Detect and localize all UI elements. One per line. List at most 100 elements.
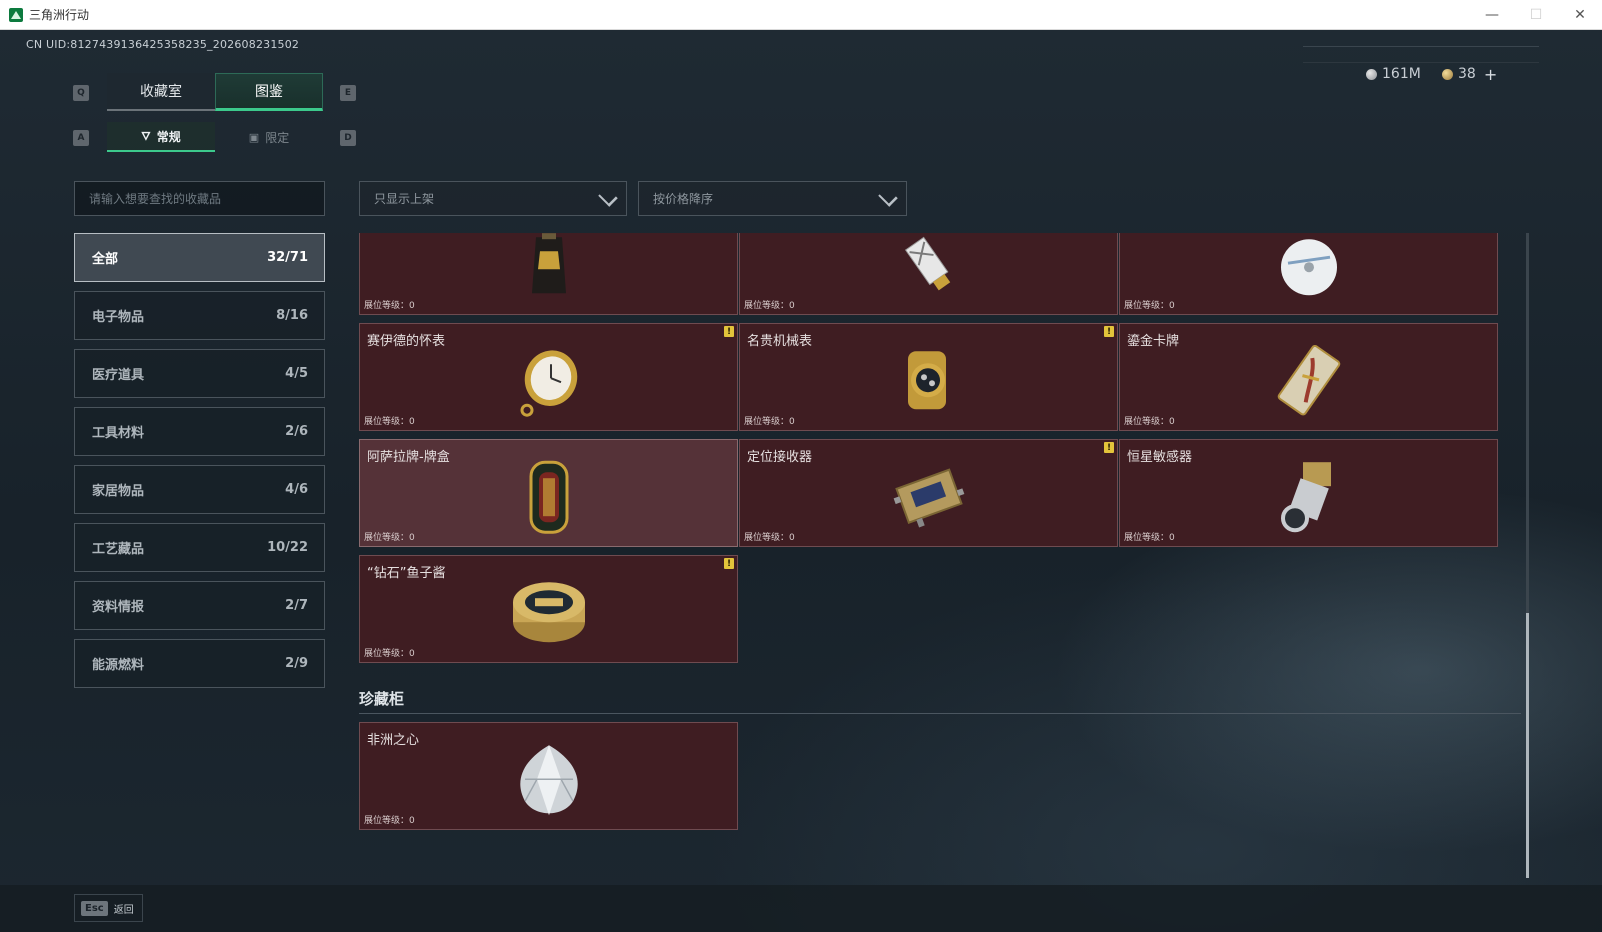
category-count: 2/9: [285, 656, 308, 671]
bottle-icon: 🜄: [141, 130, 151, 143]
frame-icon: ▣: [248, 130, 260, 144]
cabinet-item-card[interactable]: 非洲之心 展位等级：0: [359, 722, 738, 830]
game-area: CN UID:8127439136425358235_202608231502 …: [0, 30, 1602, 932]
receiver-icon: [889, 456, 969, 536]
category-count: 2/6: [285, 424, 308, 439]
section-divider: [359, 713, 1521, 714]
booth-level: 展位等级：0: [744, 417, 795, 427]
item-name: 名贵机械表: [747, 334, 813, 349]
sub-tabs: 🜄 常规 ▣ 限定: [107, 122, 323, 152]
category-crafts[interactable]: 工艺藏品 10/22: [74, 523, 325, 572]
booth-level: 展位等级：0: [364, 816, 415, 826]
subtab-limited[interactable]: ▣ 限定: [215, 122, 323, 152]
currency-silver: 161M: [1366, 64, 1421, 84]
item-card[interactable]: 定位接收器 ! 展位等级：0: [739, 439, 1118, 547]
item-card[interactable]: 展位等级：0: [359, 233, 738, 315]
window-title: 三角洲行动: [29, 8, 90, 22]
disc-icon: [1269, 233, 1349, 304]
subtab-regular[interactable]: 🜄 常规: [107, 122, 215, 152]
category-label: 工具材料: [92, 426, 145, 441]
category-household[interactable]: 家居物品 4/6: [74, 465, 325, 514]
category-intel[interactable]: 资料情报 2/7: [74, 581, 325, 630]
category-label: 电子物品: [92, 310, 145, 325]
silver-amount: 161M: [1382, 66, 1421, 82]
back-label: 返回: [113, 904, 134, 916]
category-list: 全部 32/71 电子物品 8/16 医疗道具 4/5 工具材料 2/6 家居物…: [74, 233, 325, 697]
category-label: 医疗道具: [92, 368, 145, 383]
shelf-filter-value: 只显示上架: [374, 192, 435, 206]
add-currency-button[interactable]: +: [1483, 64, 1498, 84]
window-controls: — ☐ ✕: [1470, 0, 1602, 30]
category-count: 4/6: [285, 482, 308, 497]
cabinet-section-title: 珍藏柜: [359, 690, 405, 708]
player-uid: CN UID:8127439136425358235_202608231502: [26, 38, 300, 51]
back-button[interactable]: Esc 返回: [74, 894, 143, 922]
tab-catalog[interactable]: 图鉴: [215, 73, 323, 111]
alert-badge-icon: !: [1104, 326, 1114, 337]
category-tools[interactable]: 工具材料 2/6: [74, 407, 325, 456]
booth-level: 展位等级：0: [744, 533, 795, 543]
key-hint-e: E: [340, 85, 356, 101]
search-input[interactable]: [74, 181, 325, 216]
booth-level: 展位等级：0: [364, 649, 415, 659]
star-sensor-icon: [1269, 456, 1349, 536]
item-card[interactable]: 名贵机械表 ! 展位等级：0: [739, 323, 1118, 431]
booth-level: 展位等级：0: [364, 533, 415, 543]
sort-value: 按价格降序: [653, 192, 714, 206]
category-electronics[interactable]: 电子物品 8/16: [74, 291, 325, 340]
item-card[interactable]: 阿萨拉牌-牌盒 展位等级：0: [359, 439, 738, 547]
main-tabs: 收藏室 图鉴: [107, 73, 323, 111]
item-grid: 展位等级：0 展位等级：0 展位等级：0 赛伊德的怀表 ! 展位等级：0 名贵机…: [359, 233, 1519, 873]
category-label: 全部: [92, 252, 119, 267]
close-button[interactable]: ✕: [1574, 7, 1586, 23]
item-name: 赛伊德的怀表: [367, 334, 446, 349]
item-name: 定位接收器: [747, 450, 813, 465]
alert-badge-icon: !: [724, 326, 734, 337]
item-name: 恒星敏感器: [1127, 450, 1193, 465]
decor-line: [1303, 62, 1539, 63]
category-label: 资料情报: [92, 600, 145, 615]
category-label: 能源燃料: [92, 658, 145, 673]
subtab-regular-label: 常规: [156, 129, 181, 144]
subtab-limited-label: 限定: [265, 130, 290, 145]
category-medical[interactable]: 医疗道具 4/5: [74, 349, 325, 398]
booth-level: 展位等级：0: [744, 301, 795, 311]
booth-level: 展位等级：0: [1124, 417, 1175, 427]
scrollbar-thumb[interactable]: [1526, 613, 1529, 878]
card-box-icon: [509, 456, 589, 536]
sort-dropdown[interactable]: 按价格降序: [638, 181, 907, 216]
booth-level: 展位等级：0: [364, 417, 415, 427]
category-count: 10/22: [267, 540, 308, 555]
item-card[interactable]: 展位等级：0: [739, 233, 1118, 315]
booth-level: 展位等级：0: [1124, 301, 1175, 311]
coffee-bag-icon: [509, 233, 589, 304]
item-grid-scrollbar[interactable]: [1526, 233, 1529, 878]
item-card[interactable]: “钻石”鱼子酱 ! 展位等级：0: [359, 555, 738, 663]
chevron-down-icon: [878, 187, 898, 207]
item-card[interactable]: 恒星敏感器 展位等级：0: [1119, 439, 1498, 547]
key-hint-a: A: [73, 130, 89, 146]
category-count: 2/7: [285, 598, 308, 613]
category-label: 工艺藏品: [92, 542, 145, 557]
minimize-button[interactable]: —: [1485, 7, 1499, 23]
category-energy[interactable]: 能源燃料 2/9: [74, 639, 325, 688]
gilded-card-icon: [1269, 340, 1349, 420]
maximize-button[interactable]: ☐: [1529, 7, 1543, 23]
key-hint-d: D: [340, 130, 356, 146]
pocket-watch-icon: [509, 340, 589, 420]
category-label: 家居物品: [92, 484, 145, 499]
item-card[interactable]: 赛伊德的怀表 ! 展位等级：0: [359, 323, 738, 431]
shelf-filter-dropdown[interactable]: 只显示上架: [359, 181, 627, 216]
tab-collection-room[interactable]: 收藏室: [107, 73, 215, 111]
category-all[interactable]: 全部 32/71: [74, 233, 325, 282]
category-count: 4/5: [285, 366, 308, 381]
item-name: 鎏金卡牌: [1127, 334, 1180, 349]
item-card[interactable]: 鎏金卡牌 展位等级：0: [1119, 323, 1498, 431]
category-count: 32/71: [267, 250, 308, 265]
esc-key-hint: Esc: [81, 900, 108, 916]
item-card[interactable]: 展位等级：0: [1119, 233, 1498, 315]
gold-watch-icon: [889, 340, 969, 420]
window-titlebar: 三角洲行动 — ☐ ✕: [0, 0, 1602, 30]
decor-line: [1303, 46, 1539, 47]
category-count: 8/16: [276, 308, 308, 323]
